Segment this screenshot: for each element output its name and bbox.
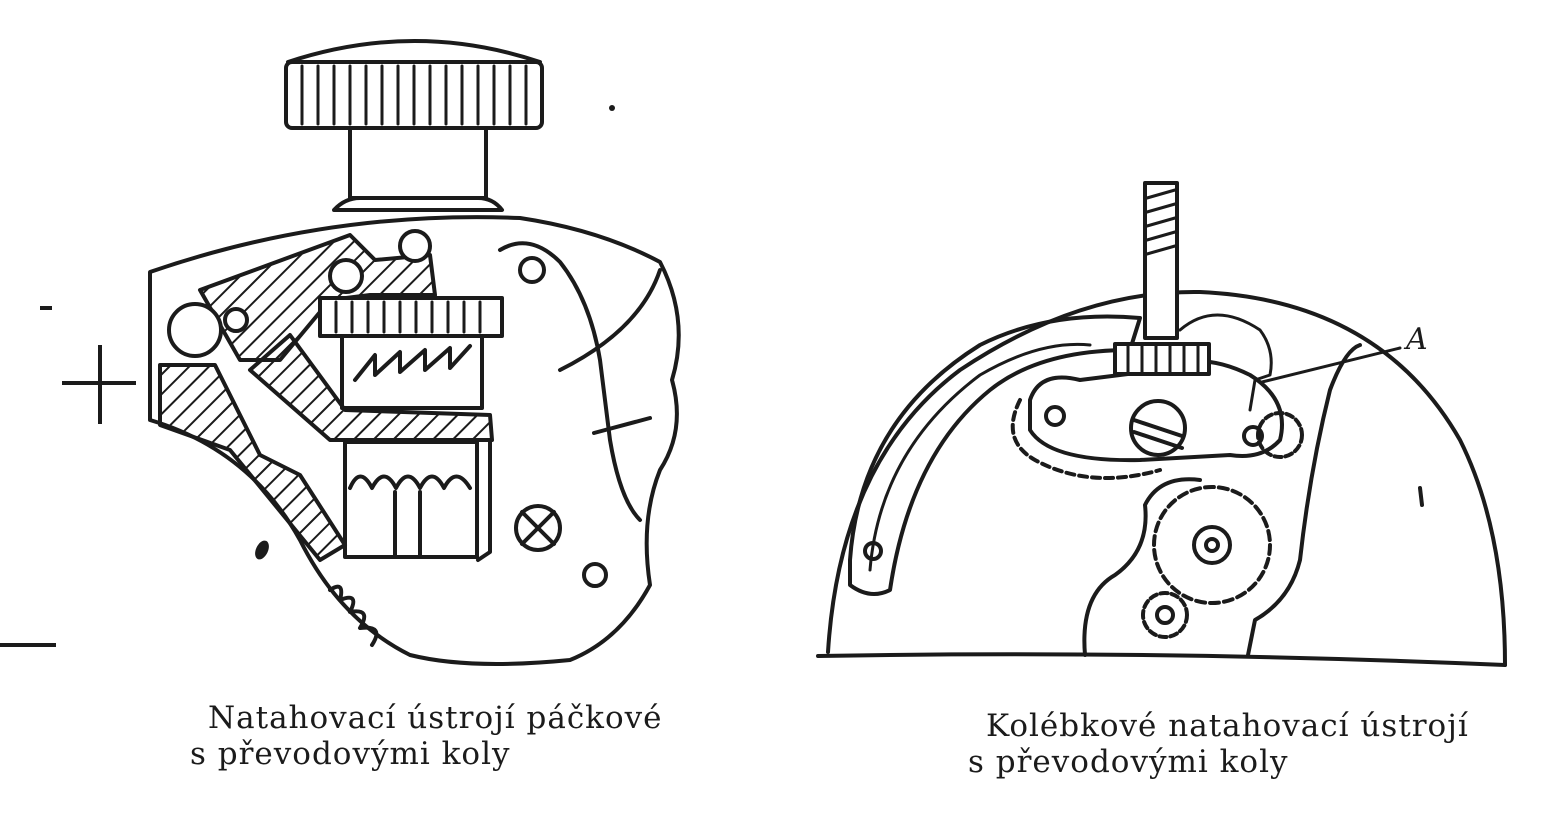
large-gear <box>1152 485 1272 605</box>
yoke-bar <box>248 333 494 442</box>
registration-mark <box>0 105 615 647</box>
crown-knob <box>284 39 544 212</box>
caption-lever-winding: Natahovací ústrojí páčkové s převodovými… <box>190 700 663 772</box>
callout-leader-line <box>1260 346 1402 384</box>
watch-case-outline <box>148 215 681 666</box>
rocker-arm <box>848 314 1142 596</box>
right-mechanism-drawing <box>816 181 1507 667</box>
movement-dome <box>826 289 1507 667</box>
callout-label-a: A <box>1406 322 1428 357</box>
caption-right-line-1: Kolébkové natahovací ústrojí <box>986 708 1469 744</box>
caption-right-line-2: s převodovými koly <box>968 744 1289 780</box>
small-gear <box>1141 591 1189 639</box>
left-mechanism-drawing <box>148 39 681 666</box>
caption-left-line-1: Natahovací ústrojí páčkové <box>208 700 663 736</box>
caption-left-line-2: s převodovými koly <box>190 736 511 772</box>
caption-rocker-winding: Kolébkové natahovací ústrojí s převodový… <box>968 708 1469 780</box>
